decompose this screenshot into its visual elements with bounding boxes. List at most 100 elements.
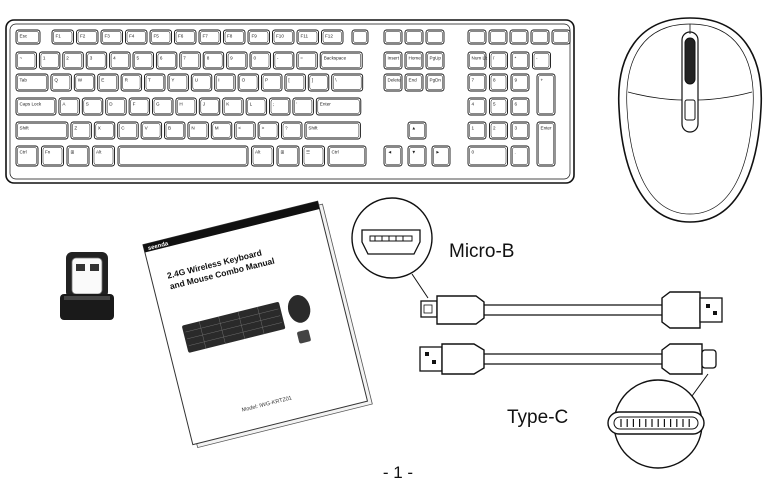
keyboard-key-label: ►: [436, 150, 441, 155]
keyboard-key: [198, 97, 221, 116]
keyboard-key-label: F: [133, 102, 136, 107]
keyboard-key-inner: [106, 99, 125, 114]
keyboard-key: [62, 51, 84, 70]
keyboard-key-inner: [17, 99, 55, 114]
keyboard-key-label: R: [125, 78, 129, 83]
keyboard-key: [296, 51, 318, 70]
keyboard-key-inner: [252, 147, 273, 165]
keyboard-key-label: 6: [515, 102, 518, 107]
keyboard-key-inner: [72, 123, 91, 138]
keyboard-key-inner: [409, 147, 425, 165]
keyboard-key: [149, 29, 172, 45]
keyboard-key-inner: [118, 123, 137, 138]
keyboard-key-inner: [200, 99, 219, 114]
keyboard-key-label: G: [156, 102, 160, 107]
keyboard-key: [509, 29, 529, 45]
keyboard-key: [510, 73, 530, 92]
keyboard-key-label: ☰: [306, 150, 311, 155]
keyboard-key-label: C: [121, 126, 125, 131]
keyboard-key-label: PgUp: [430, 56, 442, 61]
keyboard-key-label: Alt: [96, 150, 102, 155]
keyboard-key-inner: [42, 147, 63, 165]
usb-receiver-illustration: [60, 252, 114, 320]
keyboard-key-inner: [102, 31, 122, 43]
keyboard-key-inner: [469, 99, 485, 114]
keyboard-key-label: Insert: [388, 56, 400, 61]
keyboard-key: [245, 97, 268, 116]
keyboard-key-label: ▼: [412, 150, 417, 155]
usb-cable-illustration: [351, 197, 723, 469]
keyboard-key-inner: [303, 147, 324, 165]
keyboard-key: [467, 29, 487, 45]
keyboard-key-label: ?: [285, 126, 288, 131]
keyboard-key: [92, 145, 115, 167]
keyboard-key: [489, 97, 508, 116]
keyboard-key: [551, 29, 571, 45]
keyboard-key: [226, 51, 248, 70]
keyboard-key-inner: [469, 147, 507, 165]
keyboard-key-label: F2: [80, 34, 86, 39]
keyboard-key: [404, 51, 424, 70]
keyboard-key-label: 2: [493, 126, 496, 131]
keyboard-key-inner: [17, 31, 39, 43]
keyboard-key-inner: [249, 31, 269, 43]
keyboard-key-inner: [212, 123, 231, 138]
keyboard-key-label: F9: [252, 34, 258, 39]
keyboard-key: [304, 121, 361, 140]
keyboard-key-label: [: [288, 78, 290, 83]
keyboard-key-inner: [278, 147, 298, 165]
keyboard-key-inner: [469, 31, 485, 43]
keyboard-key-inner: [134, 53, 153, 68]
keyboard-key-inner: [153, 99, 172, 114]
keyboard-key-label: B: [168, 126, 171, 131]
keyboard-key: [249, 51, 271, 70]
keyboard-key: [425, 73, 445, 92]
keyboard-key: [532, 51, 551, 70]
keyboard-key-inner: [17, 75, 47, 90]
keyboard-key-inner: [298, 53, 317, 68]
keyboard-key: [467, 73, 487, 92]
keyboard-key: [15, 29, 41, 45]
keyboard-key-inner: [406, 31, 422, 43]
keyboard-key-label: F4: [129, 34, 135, 39]
keyboard-key-label: Esc: [20, 34, 28, 39]
keyboard-key: [109, 51, 131, 70]
keyboard-key-label: PgDn: [430, 78, 442, 83]
keyboard-key: [251, 145, 274, 167]
keyboard-key-label: 5: [137, 56, 140, 61]
keyboard-key-label: Caps Lock: [20, 102, 42, 107]
keyboard-key-label: F1: [56, 34, 62, 39]
keyboard-key-inner: [181, 53, 200, 68]
keyboard-key-inner: [298, 31, 318, 43]
keyboard-key-inner: [53, 31, 73, 43]
keyboard-key-inner: [126, 31, 146, 43]
keyboard-key: [489, 73, 508, 92]
keyboard-key-label: F3: [105, 34, 111, 39]
user-manual-booklet: seenda 2.4G Wireless Keyboard and Mouse …: [142, 200, 373, 449]
keyboard-key: [319, 51, 363, 70]
keyboard-key-label: Z: [74, 126, 77, 131]
keyboard-key-label: Shift: [20, 126, 30, 131]
keyboard-key-label: S: [86, 102, 89, 107]
keyboard-key-inner: [427, 53, 443, 68]
keyboard-key-inner: [52, 75, 71, 90]
keyboard-key-label: 1: [472, 126, 475, 131]
keyboard-key-label: F12: [325, 34, 333, 39]
keyboard-key-label: Shift: [308, 126, 318, 131]
keyboard-key: [276, 145, 300, 167]
keyboard-key-label: 4: [472, 102, 475, 107]
keyboard-key-label: P: [265, 78, 268, 83]
keyboard-key-label: X: [98, 126, 101, 131]
keyboard-key-label: K: [226, 102, 230, 107]
keyboard-key: [132, 51, 154, 70]
keyboard-key: [321, 29, 344, 45]
keyboard-key: [272, 29, 295, 45]
keyboard-key-label: F7: [203, 34, 209, 39]
keyboard-key-inner: [157, 53, 176, 68]
keyboard-key: [234, 121, 256, 140]
keyboard-key-inner: [95, 123, 114, 138]
keyboard-key: [97, 73, 119, 92]
keyboard-key-label: J: [203, 102, 205, 107]
